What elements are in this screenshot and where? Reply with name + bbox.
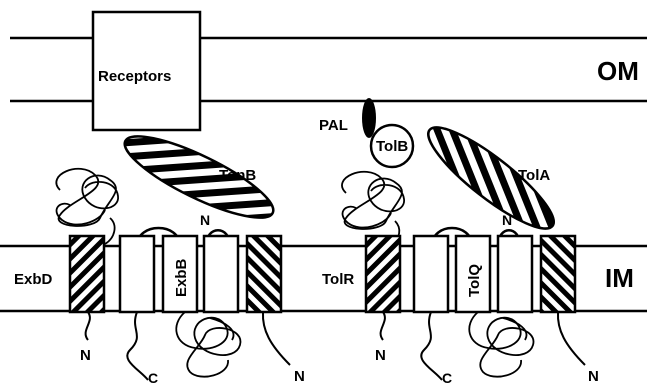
tola-helix (541, 236, 575, 312)
exbb-helix-3 (204, 236, 238, 312)
tolb-label: TolB (376, 138, 408, 155)
exbb-cytoplasmic-coil (176, 312, 240, 377)
exbd-coil (56, 169, 118, 244)
tola-n-label: N (588, 368, 599, 383)
exbd-tail (86, 312, 90, 340)
tolq-c-label: C (442, 370, 452, 383)
exbd-helix (70, 236, 104, 312)
tolq-helix-3 (498, 236, 532, 312)
pal-label: PAL (319, 117, 348, 134)
tolr-n-label: N (375, 347, 386, 364)
tolq-label: TolQ (466, 264, 483, 297)
tonb-helix (247, 236, 281, 312)
tolq-helix-1 (414, 236, 448, 312)
tonb-n-label: N (294, 368, 305, 383)
pal-shape (362, 98, 376, 138)
tonb-domain (116, 122, 282, 232)
tolr-coil (342, 172, 404, 244)
tolr-tail (381, 312, 385, 340)
tola-label: TolA (518, 167, 550, 184)
tolr-helix (366, 236, 400, 312)
exbb-helix-1 (120, 236, 154, 312)
tolq-tail-c (421, 312, 442, 380)
tolq-cytoplasmic-coil (469, 312, 533, 377)
inner-membrane-label: IM (605, 263, 634, 293)
tonb-label: TonB (219, 167, 256, 184)
tonb-n-label-top: N (200, 212, 210, 228)
tola-tail (558, 312, 585, 365)
exbb-c-label: C (148, 370, 158, 383)
outer-membrane-label: OM (597, 56, 639, 86)
exbb-tail-c (127, 312, 148, 380)
tonb-tail (263, 312, 290, 365)
receptors-label: Receptors (98, 68, 171, 85)
exbb-label: ExbB (173, 258, 190, 297)
exbd-label: ExbD (14, 271, 53, 288)
tola-n-label-top: N (502, 212, 512, 228)
tolr-label: TolR (322, 271, 354, 288)
exbd-n-label: N (80, 347, 91, 364)
